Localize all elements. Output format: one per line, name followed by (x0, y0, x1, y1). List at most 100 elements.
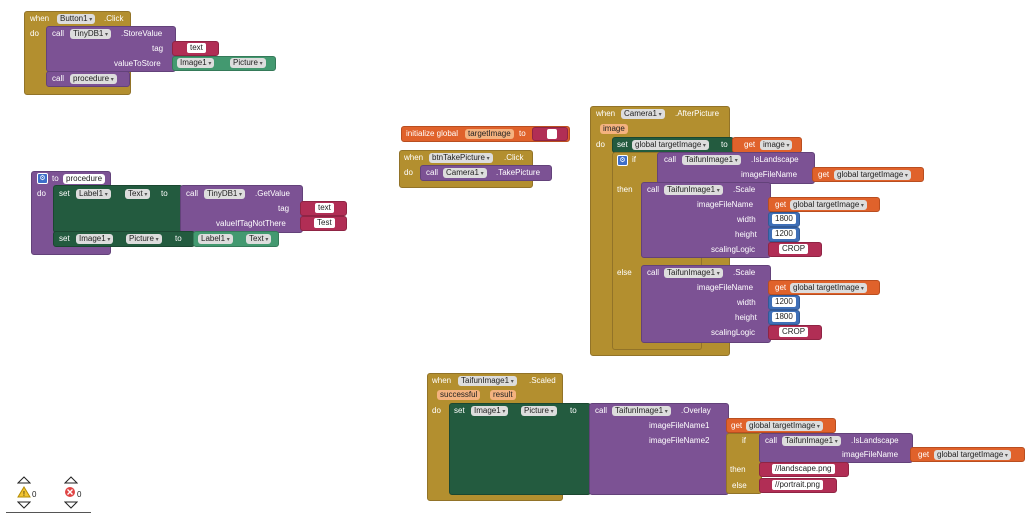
image-file-name-label: imageFileName (741, 170, 798, 179)
tag-label: tag (278, 204, 290, 213)
component-dropdown-image1[interactable]: Image1 (177, 58, 215, 68)
to-label: to (570, 406, 577, 415)
do-label: do (37, 189, 46, 198)
component-dropdown-image1[interactable]: Image1 (76, 234, 114, 244)
event-parameter-image[interactable]: image (600, 124, 628, 134)
do-label: do (596, 140, 605, 149)
variable-dropdown-global-targetimage[interactable]: global targetImage (834, 170, 911, 180)
component-dropdown-image1[interactable]: Image1 (471, 406, 509, 416)
gear-icon[interactable]: ⚙ (37, 173, 48, 184)
empty-text-value[interactable] (547, 129, 557, 139)
variable-dropdown-global-targetimage[interactable]: global targetImage (790, 283, 867, 293)
component-dropdown-btntakepicture[interactable]: btnTakePicture (429, 153, 493, 163)
event-name: .Click (104, 14, 124, 23)
set-image1-picture-block[interactable] (449, 403, 591, 495)
component-dropdown-button1[interactable]: Button1 (57, 14, 96, 24)
property-dropdown-text[interactable]: Text (125, 189, 151, 199)
get-label: get (744, 140, 756, 149)
procedure-name-field[interactable]: procedure (63, 174, 106, 184)
component-dropdown-taifunimage1[interactable]: TaifunImage1 (782, 436, 841, 446)
component-dropdown-label1[interactable]: Label1 (198, 234, 233, 244)
image-file-name-label: imageFileName (697, 283, 754, 292)
variable-dropdown-image[interactable]: image (760, 140, 793, 150)
when-label: when (30, 14, 50, 23)
text-value[interactable]: text (315, 203, 334, 213)
method-name: .TakePicture (496, 168, 541, 177)
value-if-tag-not-there-label: valueIfTagNotThere (216, 219, 286, 228)
variable-dropdown-global-targetimage[interactable]: global targetImage (632, 140, 709, 150)
component-dropdown-camera1[interactable]: Camera1 (621, 109, 665, 119)
component-dropdown-taifunimage1[interactable]: TaifunImage1 (682, 155, 741, 165)
event-parameter-result[interactable]: result (490, 390, 516, 400)
else-label: else (617, 268, 632, 277)
to-label: to (721, 140, 728, 149)
property-dropdown-text[interactable]: Text (246, 234, 272, 244)
call-label: call (52, 29, 65, 38)
component-dropdown-tinydb1[interactable]: TinyDB1 (70, 29, 112, 39)
variable-dropdown-global-targetimage[interactable]: global targetImage (790, 200, 867, 210)
workspace-scrollbar[interactable] (6, 512, 91, 516)
warnings-up-arrow-icon[interactable] (17, 476, 31, 484)
component-dropdown-taifunimage1[interactable]: TaifunImage1 (664, 185, 723, 195)
to-label: to (52, 174, 59, 183)
global-name-field[interactable]: targetImage (465, 129, 514, 139)
component-dropdown-taifunimage1[interactable]: TaifunImage1 (612, 406, 671, 416)
errors-down-arrow-icon[interactable] (64, 501, 78, 509)
get-label: get (731, 421, 743, 430)
if-label: if (632, 155, 636, 164)
variable-dropdown-global-targetimage[interactable]: global targetImage (746, 421, 823, 431)
variable-dropdown-global-targetimage[interactable]: global targetImage (934, 450, 1011, 460)
to-label: to (519, 129, 526, 138)
image-file-name2-label: imageFileName2 (649, 436, 710, 445)
set-label: set (59, 189, 70, 198)
component-dropdown-tinydb1[interactable]: TinyDB1 (204, 189, 246, 199)
component-dropdown-label1[interactable]: Label1 (76, 189, 111, 199)
set-label1-text-block[interactable] (53, 185, 183, 233)
number-value[interactable]: 1200 (772, 297, 796, 307)
image-file-name-label: imageFileName (842, 450, 899, 459)
text-value[interactable]: CROP (779, 244, 809, 254)
errors-up-arrow-icon[interactable] (64, 476, 78, 484)
property-dropdown-picture[interactable]: Picture (126, 234, 162, 244)
warnings-count: 0 (32, 490, 37, 499)
warning-icon: ! (17, 486, 31, 498)
method-name: .Scale (733, 185, 756, 194)
call-label: call (765, 436, 778, 445)
get-label: get (818, 170, 830, 179)
number-value[interactable]: 1800 (772, 214, 796, 224)
call-label: call (426, 168, 439, 177)
do-label: do (30, 29, 39, 38)
then-label: then (617, 185, 633, 194)
gear-icon[interactable]: ⚙ (617, 155, 628, 166)
call-taifun-overlay-block[interactable] (589, 403, 729, 495)
component-dropdown-taifunimage1[interactable]: TaifunImage1 (664, 268, 723, 278)
property-dropdown-picture[interactable]: Picture (521, 406, 557, 416)
number-value[interactable]: 1800 (772, 312, 796, 322)
set-image1-picture-block[interactable] (53, 231, 195, 247)
else-label: else (732, 481, 747, 490)
event-name: .AfterPicture (675, 109, 720, 118)
procedure-dropdown[interactable]: procedure (70, 74, 117, 84)
component-dropdown-taifunimage1[interactable]: TaifunImage1 (458, 376, 517, 386)
width-label: width (737, 298, 756, 307)
text-value[interactable]: CROP (779, 327, 809, 337)
number-value[interactable]: 1200 (772, 229, 796, 239)
get-label: get (775, 200, 787, 209)
text-value[interactable]: //portrait.png (772, 480, 823, 490)
event-parameter-successful[interactable]: successful (437, 390, 481, 400)
component-dropdown-camera1[interactable]: Camera1 (443, 168, 487, 178)
get-label: get (918, 450, 930, 459)
text-value[interactable]: Test (314, 218, 335, 228)
property-dropdown-picture[interactable]: Picture (230, 58, 266, 68)
initialize-global-label: initialize global (406, 129, 459, 138)
to-label: to (175, 234, 182, 243)
text-value[interactable]: text (187, 43, 206, 53)
when-label: when (596, 109, 616, 118)
width-label: width (737, 215, 756, 224)
event-name: .Scaled (529, 376, 556, 385)
when-label: when (432, 376, 452, 385)
warnings-down-arrow-icon[interactable] (17, 501, 31, 509)
method-name: .GetValue (255, 189, 290, 198)
method-name: .Overlay (681, 406, 711, 415)
text-value[interactable]: //landscape.png (772, 464, 835, 474)
